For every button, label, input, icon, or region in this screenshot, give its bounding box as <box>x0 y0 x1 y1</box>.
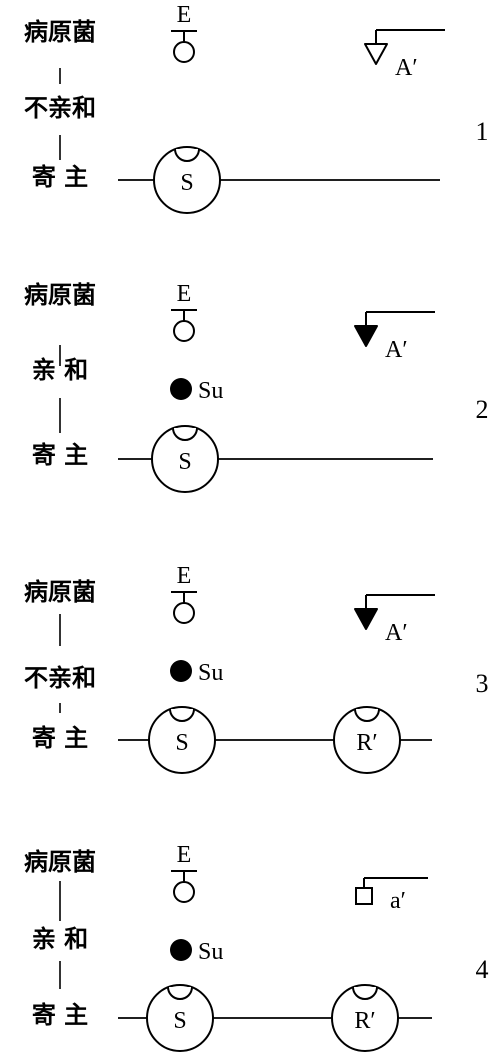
suppressor-label: Su <box>198 939 223 965</box>
receptor-body <box>148 706 216 774</box>
receptor-notch-fill <box>175 149 199 161</box>
elicitor-label: E <box>177 281 192 307</box>
avr-factor: A′ <box>354 311 435 363</box>
receptor-label: S <box>178 449 191 475</box>
relation-label: 不亲和 <box>24 663 96 692</box>
avr-factor: a′ <box>355 877 428 914</box>
receptor-body <box>146 984 214 1052</box>
receptor-body <box>331 984 399 1052</box>
suppressor-molecule-icon <box>170 378 192 400</box>
receptor-notch-fill <box>173 428 197 440</box>
panel-number: 1 <box>476 117 489 146</box>
pathogen-label: 病原菌 <box>24 280 96 309</box>
host-label: 寄 主 <box>32 162 88 191</box>
receptor-notch <box>172 427 198 441</box>
receptor-s: S <box>153 146 221 214</box>
receptor-body <box>153 146 221 214</box>
receptor-notch <box>174 148 200 162</box>
elicitor-label: E <box>177 563 192 589</box>
receptor-notch-fill <box>353 987 377 999</box>
receptor-s: S <box>148 706 216 774</box>
pathogen-label: 病原菌 <box>24 847 96 876</box>
elicitor-molecule-icon <box>173 602 195 624</box>
panel-number: 2 <box>476 395 489 424</box>
avr-factor: A′ <box>354 594 435 646</box>
receptor-label: R′ <box>356 730 377 756</box>
avr-label: a′ <box>390 888 406 914</box>
receptor-notch <box>167 986 193 1000</box>
suppressor-molecule-icon <box>170 660 192 682</box>
avr-label: A′ <box>385 620 408 646</box>
elicitor-molecule-icon <box>173 41 195 63</box>
elicitor-molecule-icon <box>173 320 195 342</box>
avr-label: A′ <box>385 337 408 363</box>
receptor-notch <box>169 708 195 722</box>
suppressor-label: Su <box>198 660 223 686</box>
receptor-label: S <box>173 1008 186 1034</box>
receptor-label: S <box>175 730 188 756</box>
avr-label: A′ <box>395 55 418 81</box>
pathogen-label: 病原菌 <box>24 577 96 606</box>
receptor-s: S <box>146 984 214 1052</box>
receptor-label: S <box>180 170 193 196</box>
relation-label: 不亲和 <box>24 93 96 122</box>
receptor-notch <box>352 986 378 1000</box>
receptor-r: R′ <box>333 706 401 774</box>
host-label: 寄 主 <box>32 440 88 469</box>
receptor-notch-fill <box>355 709 379 721</box>
relation-label: 亲 和 <box>32 924 88 953</box>
receptor-label: R′ <box>354 1008 375 1034</box>
elicitor-label: E <box>177 2 192 28</box>
avr-factor: A′ <box>364 29 445 81</box>
host-label: 寄 主 <box>32 723 88 752</box>
receptor-r: R′ <box>331 984 399 1052</box>
avr-triangle-filled-icon <box>354 325 378 347</box>
elicitor-molecule-icon <box>173 881 195 903</box>
suppressor-molecule-icon <box>170 939 192 961</box>
panel-number: 4 <box>476 955 489 984</box>
receptor-notch-fill <box>170 709 194 721</box>
avr-triangle-open-icon <box>364 43 388 65</box>
receptor-body <box>333 706 401 774</box>
receptor-body <box>151 425 219 493</box>
host-label: 寄 主 <box>32 1000 88 1029</box>
receptor-s: S <box>151 425 219 493</box>
elicitor-label: E <box>177 842 192 868</box>
avr-triangle-filled-icon <box>354 608 378 630</box>
pathogen-label: 病原菌 <box>24 17 96 46</box>
avr-square-icon <box>355 887 373 905</box>
panel-number: 3 <box>476 669 489 698</box>
receptor-notch <box>354 708 380 722</box>
receptor-notch-fill <box>168 987 192 999</box>
suppressor-label: Su <box>198 378 223 404</box>
